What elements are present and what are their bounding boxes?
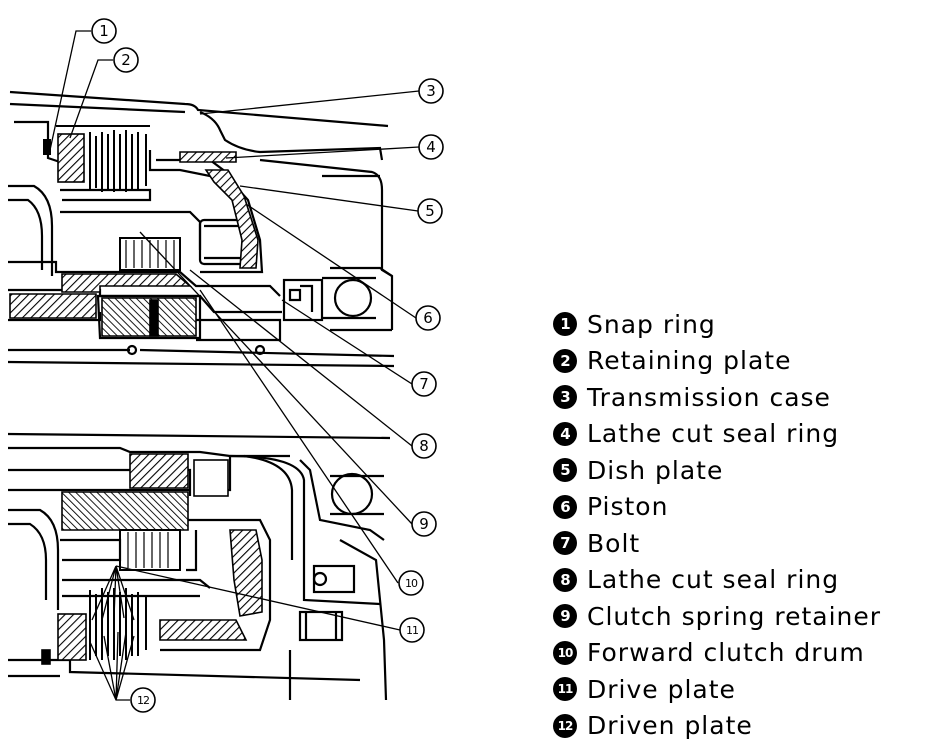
legend-label: Forward clutch drum (587, 638, 865, 668)
callout-1: 1 (91, 18, 117, 44)
callout-2-text: 2 (121, 51, 131, 69)
callout-4-text: 4 (426, 138, 436, 156)
callout-5: 5 (417, 198, 443, 224)
legend-label: Lathe cut seal ring (587, 565, 840, 595)
callout-11-text: 11 (406, 624, 418, 637)
callout-12: 12 (130, 687, 156, 713)
legend-number-badge: 7 (553, 531, 577, 556)
callout-9-text: 9 (419, 515, 429, 533)
legend-number-badge: 3 (553, 385, 577, 410)
legend-item: 5 Dish plate (553, 452, 923, 489)
legend-item: 3 Transmission case (553, 379, 923, 416)
legend-item: 12 Driven plate (553, 708, 923, 745)
legend-item: 4 Lathe cut seal ring (553, 416, 923, 453)
callout-9: 9 (411, 511, 437, 537)
legend-item: 8 Lathe cut seal ring (553, 562, 923, 599)
upper-hatched-parts (9, 133, 259, 337)
legend-label: Transmission case (587, 382, 831, 412)
parts-legend: 1 Snap ring 2 Retaining plate 3 Transmis… (553, 306, 923, 744)
legend-number-badge: 2 (553, 348, 577, 373)
legend-label: Clutch spring retainer (587, 601, 882, 631)
legend-item: 6 Piston (553, 489, 923, 526)
legend-label: Retaining plate (587, 346, 792, 376)
legend-number-badge: 12 (553, 713, 577, 738)
leader-lines (49, 30, 420, 701)
legend-number-badge: 10 (553, 640, 577, 665)
legend-label: Drive plate (587, 674, 736, 704)
legend-number-badge: 11 (553, 677, 577, 702)
legend-item: 10 Forward clutch drum (553, 635, 923, 672)
legend-label: Snap ring (587, 309, 716, 339)
callout-5-text: 5 (425, 202, 435, 220)
lower-hatched-parts (41, 453, 263, 665)
legend-item: 7 Bolt (553, 525, 923, 562)
callout-4: 4 (418, 134, 444, 160)
callout-11: 11 (399, 617, 425, 643)
callout-3: 3 (418, 78, 444, 104)
legend-number-badge: 6 (553, 494, 577, 519)
callout-10-text: 10 (405, 577, 418, 590)
legend-number-badge: 8 (553, 567, 577, 592)
legend-label: Lathe cut seal ring (587, 419, 840, 449)
callout-6-text: 6 (423, 309, 433, 327)
callout-8: 8 (411, 433, 437, 459)
upper-clutch-plates (43, 125, 181, 271)
legend-item: 9 Clutch spring retainer (553, 598, 923, 635)
callout-8-text: 8 (419, 437, 429, 455)
legend-label: Piston (587, 492, 669, 522)
legend-item: 2 Retaining plate (553, 343, 923, 380)
legend-number-badge: 4 (553, 421, 577, 446)
callout-10: 10 (398, 570, 424, 596)
legend-label: Driven plate (587, 711, 753, 741)
callout-1-text: 1 (99, 22, 109, 40)
callout-7: 7 (411, 371, 437, 397)
legend-number-badge: 9 (553, 604, 577, 629)
legend-label: Bolt (587, 528, 641, 558)
legend-number-badge: 1 (553, 312, 577, 337)
callout-3-text: 3 (426, 82, 436, 100)
lower-section (7, 432, 391, 701)
legend-label: Dish plate (587, 455, 724, 485)
lower-clutch-plates (89, 529, 181, 660)
callout-12-text: 12 (137, 694, 149, 707)
callout-7-text: 7 (419, 375, 429, 393)
callout-2: 2 (113, 47, 139, 73)
legend-item: 1 Snap ring (553, 306, 923, 343)
legend-item: 11 Drive plate (553, 671, 923, 708)
callout-6: 6 (415, 305, 441, 331)
legend-number-badge: 5 (553, 458, 577, 483)
upper-section (7, 90, 395, 368)
